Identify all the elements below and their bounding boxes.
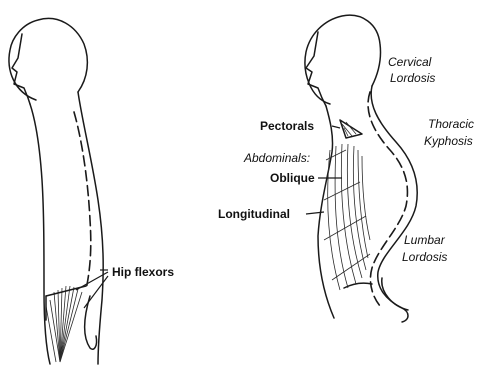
left-head-outline bbox=[9, 18, 87, 100]
left-spine-line bbox=[74, 112, 91, 290]
right-back-outline bbox=[371, 86, 417, 322]
left-hip-flexor-muscle bbox=[46, 286, 86, 362]
right-buttock-outline bbox=[382, 278, 408, 310]
abdominals-label: Abdominals: bbox=[243, 151, 310, 165]
lumbar-label-line1: Lumbar bbox=[404, 233, 446, 247]
cervical-label-line2: Lordosis bbox=[390, 71, 435, 85]
hip-flexors-label: Hip flexors bbox=[112, 265, 174, 279]
right-figure: Pectorals Abdominals: Oblique Longitudin… bbox=[218, 15, 474, 322]
right-spine-line bbox=[368, 92, 407, 306]
right-head-outline bbox=[305, 15, 381, 104]
cervical-label-line1: Cervical bbox=[388, 55, 432, 69]
left-figure: Hip flexors bbox=[9, 18, 174, 364]
longitudinal-label: Longitudinal bbox=[218, 207, 290, 221]
right-pectoral-muscle bbox=[340, 120, 362, 138]
lumbar-label-line2: Lordosis bbox=[402, 250, 447, 264]
right-abdominal-muscle bbox=[324, 144, 372, 290]
thoracic-label-line1: Thoracic bbox=[428, 117, 474, 131]
oblique-label: Oblique bbox=[270, 171, 315, 185]
left-back-outline bbox=[78, 92, 103, 364]
thoracic-label-line2: Kyphosis bbox=[424, 134, 473, 148]
pectorals-label: Pectorals bbox=[260, 119, 314, 133]
pectorals-leader bbox=[332, 126, 340, 128]
left-face-profile bbox=[12, 34, 30, 104]
left-front-outline bbox=[30, 104, 50, 364]
